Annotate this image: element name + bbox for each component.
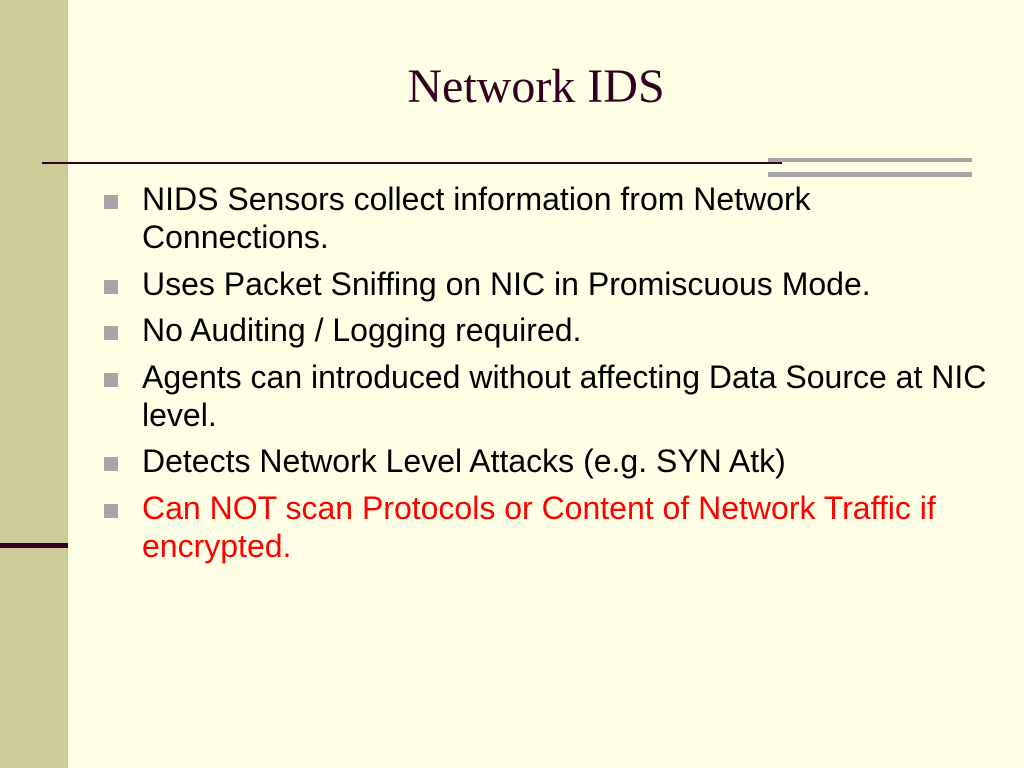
bullet-text: Can NOT scan Protocols or Content of Net…: [142, 489, 936, 565]
bullet-item: NIDS Sensors collect information from Ne…: [100, 180, 1000, 257]
bullet-item: Detects Network Level Attacks (e.g. SYN …: [100, 442, 1000, 480]
bullet-text: Detects Network Level Attacks (e.g. SYN …: [142, 443, 786, 480]
bullet-text: Agents can introduced without affecting …: [142, 358, 987, 433]
title-accent-rule-bottom: [768, 172, 972, 177]
square-bullet-icon: [104, 279, 118, 294]
bullet-text: Uses Packet Sniffing on NIC in Promiscuo…: [142, 265, 871, 302]
square-bullet-icon: [104, 195, 118, 209]
left-decorative-band: [0, 0, 68, 768]
slide-title: Network IDS: [407, 60, 665, 113]
bullet-item: Agents can introduced without affecting …: [100, 358, 1000, 435]
bullet-text: NIDS Sensors collect information from Ne…: [142, 181, 811, 256]
title-underline: [42, 162, 782, 164]
square-bullet-icon: [104, 457, 118, 472]
title-accent-rule-top: [768, 158, 972, 162]
bullet-item: Uses Packet Sniffing on NIC in Promiscuo…: [100, 265, 1000, 303]
square-bullet-icon: [104, 326, 118, 341]
bullet-text: No Auditing / Logging required.: [142, 312, 582, 349]
left-accent-bar: [0, 543, 68, 548]
square-bullet-icon: [104, 503, 118, 518]
bullet-item-warning: Can NOT scan Protocols or Content of Net…: [100, 489, 1000, 566]
bullet-list: NIDS Sensors collect information from Ne…: [100, 180, 1000, 574]
bullet-item: No Auditing / Logging required.: [100, 311, 1000, 349]
square-bullet-icon: [104, 372, 118, 387]
